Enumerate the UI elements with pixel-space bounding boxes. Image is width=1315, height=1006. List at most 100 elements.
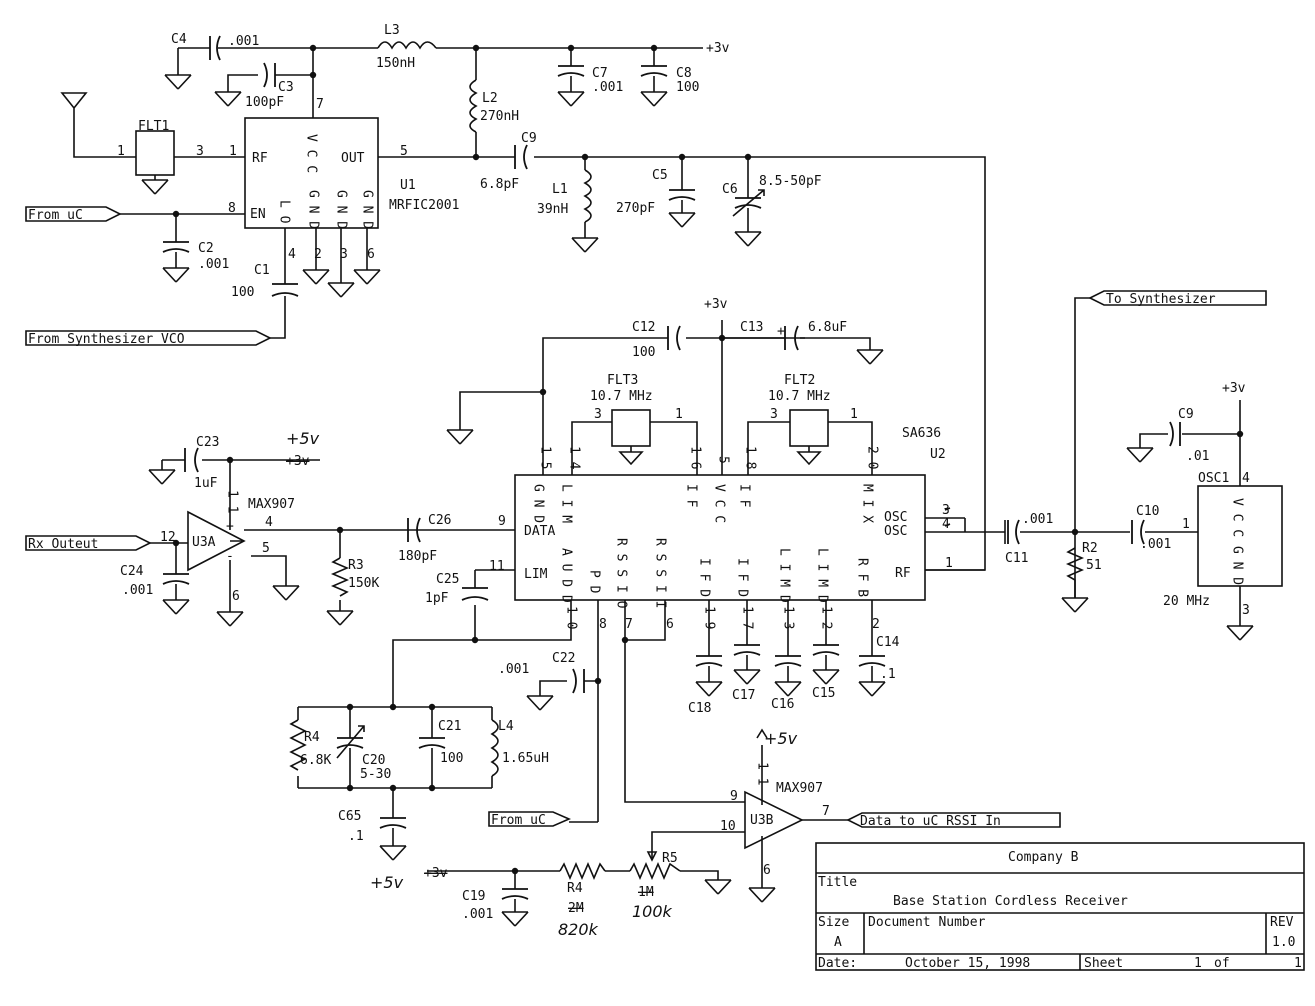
u2-gnd-icon: [446, 429, 474, 445]
u2-rssio-label: R S S I O: [614, 538, 629, 609]
u2-pin-data: DATA: [524, 524, 555, 539]
c4-ref: C4: [171, 32, 187, 47]
u1-vcc-label: V C C: [304, 134, 319, 173]
u3b-part: MAX907: [776, 781, 823, 796]
u3a-pin-ref: 5: [262, 541, 270, 556]
flt1-pin-out: 3: [196, 144, 204, 159]
flt2-ref: FLT2: [784, 373, 815, 388]
u1-part: MRFIC2001: [389, 198, 459, 213]
u2-n3: 3: [942, 503, 950, 518]
u2-if1-label: I F: [684, 484, 699, 508]
osc1-pin-4: 4: [1242, 471, 1250, 486]
c13-ref: C13: [740, 320, 763, 335]
u3a-comparator: [187, 510, 246, 572]
l4-ref: L4: [498, 719, 514, 734]
u3a-section: U3A MAX907 12 4 5 6 1 1 + - C23 1uF +5v …: [25, 429, 515, 627]
c24-value: .001: [122, 583, 153, 598]
port-from-uc-2-label: From uC: [491, 813, 546, 828]
c24-ground-icon: [162, 599, 190, 615]
u1-pin-g3-num: 3: [340, 247, 348, 262]
r3-ref: R3: [348, 558, 364, 573]
l2-value: 270nH: [480, 109, 519, 124]
c6-value: 8.5-50pF: [759, 174, 822, 189]
supply-5v-divider: +5v: [370, 873, 404, 892]
supply-3v-u2: +3v: [704, 297, 728, 312]
r2-resistor: [1065, 547, 1085, 598]
u2-limd1-label: L I M D: [777, 548, 792, 603]
port-to-synth-label: To Synthesizer: [1106, 292, 1216, 307]
u2-if2-label: I F: [737, 484, 752, 508]
c9b-value: .01: [1186, 449, 1209, 464]
flt2-box: [789, 409, 829, 447]
l3-inductor: [377, 41, 437, 50]
of-value: 1: [1294, 956, 1302, 971]
l3-value: 150nH: [376, 56, 415, 71]
u3b-pin-gnd: 6: [763, 863, 771, 878]
rev-label: REV: [1270, 915, 1294, 930]
supply-3v-divider-struck: +3v: [424, 866, 448, 881]
u2-pd-label: P D: [587, 570, 602, 594]
c14-value: .1: [880, 667, 896, 682]
c1-ref: C1: [254, 263, 270, 278]
r4a-resistor: [289, 719, 307, 771]
supply-3v-osc: +3v: [1222, 381, 1246, 396]
quadrature-tank: R4 6.8K C20 5-30 C21 100 L4 1.65uH C65 .…: [289, 703, 549, 861]
c23-ground-icon: [148, 469, 176, 485]
oscillator-section: To Synthesizer .001 C11 R2 51 C10 .001 O…: [964, 290, 1283, 641]
c11-ref: C11: [1005, 551, 1028, 566]
u3b-comparator: [744, 790, 804, 850]
u3b-pin-out: 7: [822, 804, 830, 819]
c5-ref: C5: [652, 168, 668, 183]
u3b-pin-ref: 10: [720, 819, 736, 834]
c23-value: 1uF: [194, 476, 218, 491]
date-label: Date:: [818, 956, 857, 971]
flt2-pin3: 3: [770, 407, 778, 422]
c7-ground-icon: [557, 91, 585, 107]
r3-value: 150K: [348, 576, 379, 591]
c18-ref: C18: [688, 701, 711, 716]
c13-plus: +: [777, 324, 785, 339]
flt3-ref: FLT3: [607, 373, 638, 388]
c10-ref: C10: [1136, 504, 1159, 519]
u2-ifd1-label: I F D: [697, 558, 712, 597]
u3b-ref: U3B: [750, 813, 774, 828]
r4a-ref: R4: [304, 730, 320, 745]
u2-rssii-label: R S S I I: [653, 538, 668, 608]
sa636-section: SA636 U2 DATA LIM OSC OSC RF G N D L I M…: [392, 297, 1005, 828]
r3-resistor: [330, 557, 350, 597]
c1-value: 100: [231, 285, 254, 300]
supply-3v-u3a-struck: +3v: [286, 454, 310, 469]
l1-ref: L1: [552, 182, 568, 197]
c8-ref: C8: [676, 66, 692, 81]
c17-ref: C17: [732, 688, 755, 703]
port-rx-output[interactable]: [25, 535, 152, 551]
c13-ground-icon: [856, 349, 884, 365]
u1-lo-label: L O: [277, 200, 292, 224]
of-label: of: [1214, 956, 1230, 971]
u1-gnd6-icon: [353, 269, 381, 285]
u3a-ref: U3A: [192, 535, 216, 550]
date-value: October 15, 1998: [905, 956, 1030, 971]
u2-n1: 1: [945, 556, 953, 571]
c65-ground-icon: [379, 845, 407, 861]
c9b-ground-icon: [1126, 447, 1154, 463]
size-value: A: [834, 935, 842, 950]
u2-gnd-label: G N D: [531, 484, 546, 523]
osc1-ref: OSC1: [1198, 471, 1229, 486]
u1-pin-en-num: 8: [228, 201, 236, 216]
u3a-pin-out: 4: [265, 515, 273, 530]
c19-ground-icon: [501, 911, 529, 927]
c26-ref: C26: [428, 513, 451, 528]
u1-ref: U1: [400, 178, 416, 193]
u3b-section: U3B MAX907 9 10 7 6 1 1 +5v Data to uC R…: [370, 728, 1061, 939]
c12-ref: C12: [632, 320, 655, 335]
c19-value: .001: [462, 907, 493, 922]
l2-ref: L2: [482, 91, 498, 106]
c7-value: .001: [592, 80, 623, 95]
u1-gnd3-icon: [327, 282, 355, 298]
u2-mix-label: M I X: [860, 484, 875, 523]
u2-n6: 6: [666, 617, 674, 632]
c11-value: .001: [1022, 512, 1053, 527]
flt1-box: [135, 130, 175, 176]
